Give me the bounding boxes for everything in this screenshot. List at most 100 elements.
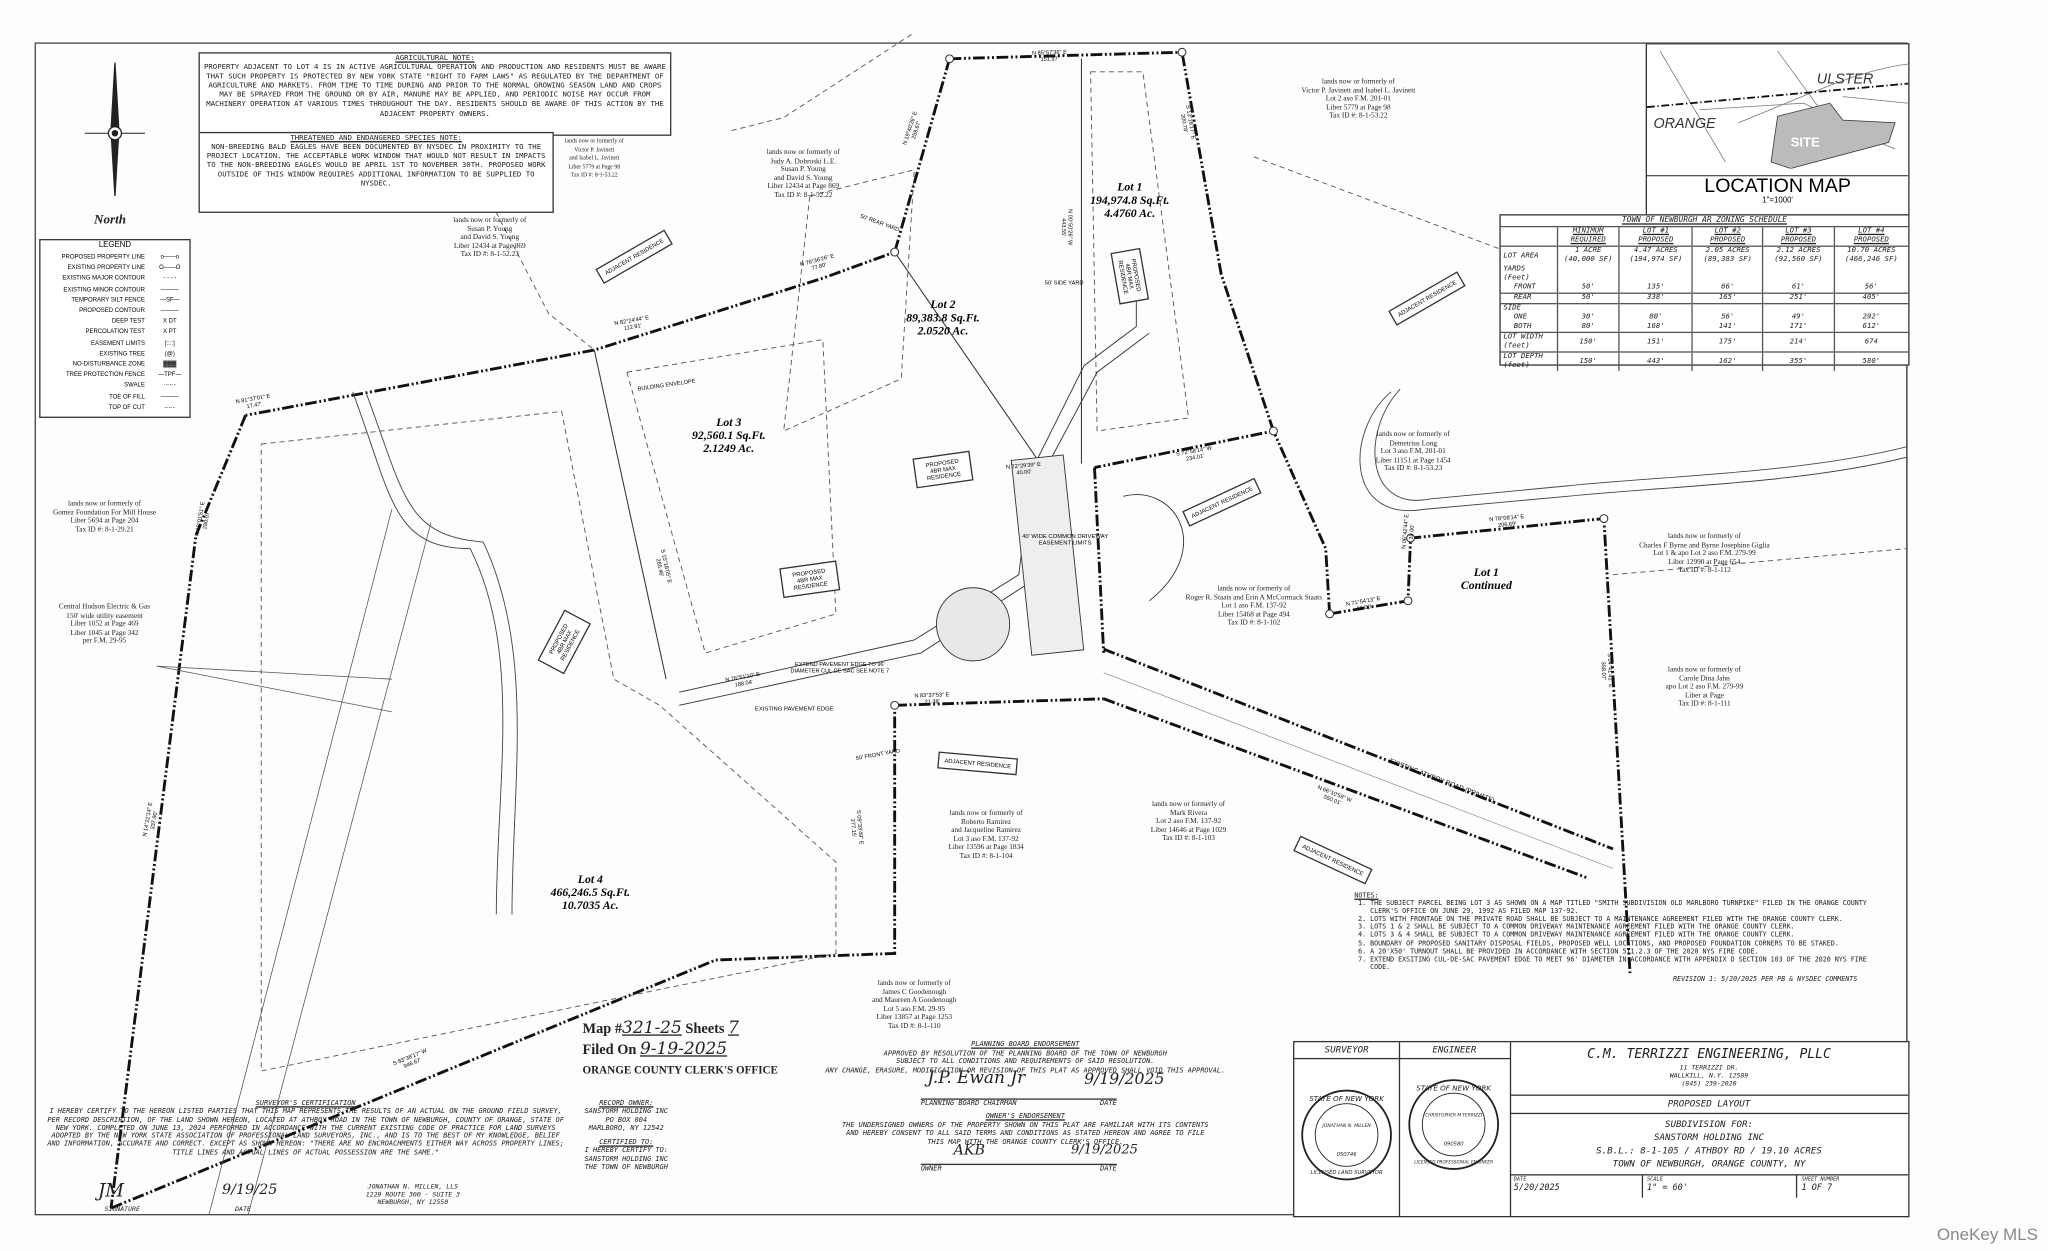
species-note-text: NON-BREEDING BALD EAGLES HAVE BEEN DOCUM… <box>206 143 546 189</box>
legend-item: SWALE·-·-·- <box>124 381 176 389</box>
revision-note: REVISION 1: 5/20/2025 PER PB & NYSDEC CO… <box>1673 975 1858 984</box>
filing-stamp: Map #321-25 Sheets 7 Filed On 9-19-2025 … <box>583 1019 778 1080</box>
title-block: SURVEYOR STATE OF NEW YORK JONATHAN N. M… <box>1293 1040 1910 1218</box>
surveyor-seal-icon: STATE OF NEW YORK JONATHAN N. MILLEN 050… <box>1301 1089 1392 1181</box>
location-map-title: LOCATION MAP <box>1646 175 1909 197</box>
location-map: ULSTER ORANGE SITE LOCATION MAP 1"=1000' <box>1645 43 1910 216</box>
note-item: BOUNDARY OF PROPOSED SANITARY DISPOSAL F… <box>1370 940 1890 948</box>
utility-easement <box>156 509 432 1215</box>
agricultural-note: AGRICULTURAL NOTE: PROPERTY ADJACENT TO … <box>198 52 672 136</box>
stream <box>352 388 1908 915</box>
zoning-row: YARDS (Feet) <box>1501 265 1909 284</box>
pavement-edge-label: EXISTING PAVEMENT EDGE <box>754 705 834 712</box>
cul-de-sac-label: EXTEND PAVEMENT EDGE TO 96' DIAMETER CUL… <box>790 660 890 674</box>
svg-text:STATE OF NEW YORK: STATE OF NEW YORK <box>1309 1094 1385 1103</box>
legend-item: PROPOSED CONTOUR——— <box>79 306 179 314</box>
firm-name: C.M. TERRIZZI ENGINEERING, PLLC <box>1587 1047 1831 1062</box>
lot4-west-boundary <box>109 414 247 1209</box>
legend-item: TREE PROTECTION FENCE—TPF— <box>65 371 182 378</box>
zoning-row: SIDE <box>1500 303 1909 314</box>
filed-date: 9-19-2025 <box>640 1039 728 1060</box>
location-map-orange: ORANGE <box>1654 116 1717 132</box>
clerk-office: ORANGE COUNTY CLERK'S OFFICE <box>582 1063 778 1077</box>
legend-item: EXISTING MAJOR CONTOUR- - - - <box>62 274 177 282</box>
location-map-ulster: ULSTER <box>1817 72 1874 88</box>
staats-line <box>1272 430 1332 614</box>
property-pins <box>890 47 1609 710</box>
drawing-scale: 1" = 60' <box>1646 1182 1688 1193</box>
surveyor-date: 9/19/25 <box>222 1180 278 1198</box>
svg-text:090580: 090580 <box>1444 1141 1465 1147</box>
note-item: EXTEND EXSITING CUL-DE-SAC PAVEMENT EDGE… <box>1370 956 1890 972</box>
road-south-line <box>1103 697 1588 880</box>
location-map-scale: 1"=1000' <box>1762 197 1793 206</box>
lot4-south-boundary <box>110 697 1104 1210</box>
zoning-row: LOT WIDTH (feet)150'151'175'214'674 <box>1500 331 1909 352</box>
sheet-number: 1 OF 7 <box>1801 1182 1833 1193</box>
svg-text:STATE OF NEW YORK: STATE OF NEW YORK <box>1416 1084 1492 1093</box>
svg-text:CHRISTOPHER M TERRIZZI: CHRISTOPHER M TERRIZZI <box>1425 1113 1483 1119</box>
svg-text:JONATHAN N. MILLEN: JONATHAN N. MILLEN <box>1321 1123 1371 1129</box>
road-start-line <box>1093 467 1106 654</box>
species-note-title: THREATENED AND ENDANGERED SPECIES NOTE: <box>290 134 462 143</box>
surveyor-signature: JM <box>97 1180 125 1202</box>
agricultural-note-text: PROPERTY ADJACENT TO LOT 4 IS IN ACTIVE … <box>203 64 666 119</box>
firm-address: 11 TERRIZZI DR.WALLKILL, N.Y. 12589(845)… <box>1669 1064 1749 1088</box>
note-item: LOTS 1 & 2 SHALL BE SUBJECT TO A COMMON … <box>1370 924 1890 932</box>
zoning-schedule: TOWN OF NEWBURGH AR ZONING SCHEDULE MINI… <box>1499 214 1910 371</box>
legend-item: TOP OF CUT-·-·- <box>108 403 175 410</box>
note-item: THE SUBJECT PARCEL BEING LOT 3 AS SHOWN … <box>1370 900 1890 916</box>
legend-item: TEMPORARY SILT FENCE—SF— <box>71 296 180 303</box>
building-envelopes <box>260 32 1907 1072</box>
legend-item: EXISTING MINOR CONTOUR——— <box>63 285 179 293</box>
engineer-seal-icon: STATE OF NEW YORK CHRISTOPHER M TERRIZZI… <box>1408 1079 1500 1170</box>
note-item: LOTS 3 & 4 SHALL BE SUBJECT TO A COMMON … <box>1370 932 1890 940</box>
location-map-graphic: ULSTER ORANGE SITE <box>1646 50 1909 169</box>
lot1-boundary <box>949 50 1276 469</box>
engineer-label: ENGINEER <box>1398 1042 1510 1060</box>
drawing-date: 5/20/2025 <box>1513 1182 1560 1193</box>
interior-lot-lines <box>593 58 1614 869</box>
svg-text:050746: 050746 <box>1337 1152 1358 1158</box>
drawing-title: PROPOSED LAYOUT <box>1509 1094 1909 1115</box>
zoning-header <box>1501 227 1557 246</box>
north-arrow-icon <box>84 62 145 196</box>
agricultural-note-title: AGRICULTURAL NOTE: <box>395 54 475 63</box>
lot2-lot3-north-boundary <box>245 58 951 417</box>
north-label: North <box>94 212 126 228</box>
owner-date: 9/19/2025 <box>1071 1143 1138 1158</box>
side-yard-label: 50' SIDE YARD <box>1044 279 1084 287</box>
species-note: THREATENED AND ENDANGERED SPECIES NOTE: … <box>198 131 554 213</box>
